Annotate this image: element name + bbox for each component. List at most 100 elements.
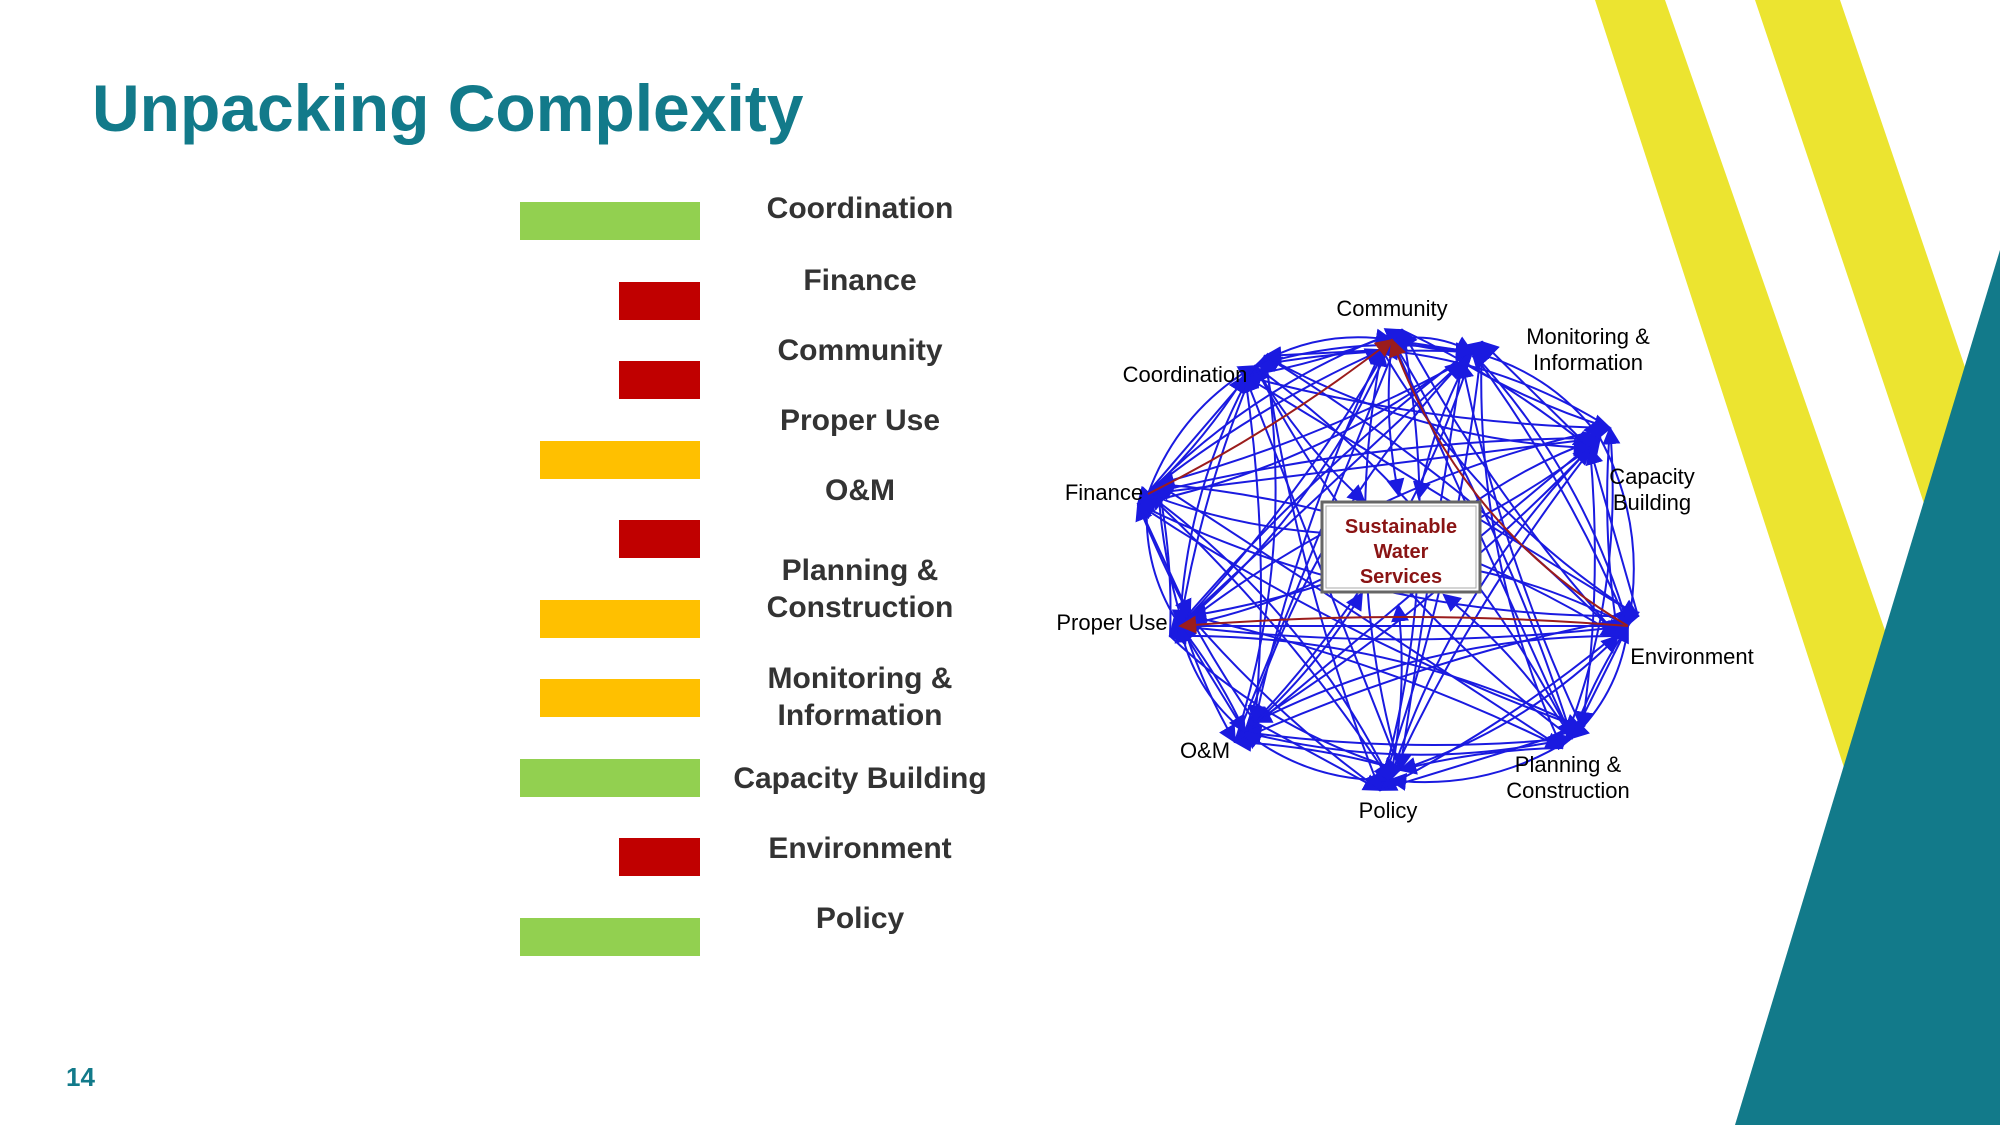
page-title: Unpacking Complexity	[92, 71, 804, 145]
red-links	[1147, 338, 1629, 634]
blue-link-43	[1156, 483, 1563, 749]
blue-link-25	[1146, 437, 1601, 499]
blue-link-72	[1157, 348, 1384, 485]
blue-link-41	[1243, 725, 1573, 747]
page-number: 14	[66, 1062, 95, 1092]
node-label-policy-0: Policy	[1359, 798, 1418, 823]
ring-link-7	[1137, 492, 1181, 627]
ring-link-6	[1174, 624, 1246, 733]
factor-label-3: Proper Use	[779, 404, 941, 437]
blue-link-66	[1179, 618, 1630, 641]
status-bar-7	[520, 758, 700, 797]
blue-link-70	[1152, 482, 1172, 637]
node-label-properuse-0: Proper Use	[1056, 610, 1167, 635]
center-label-3: Services	[1360, 566, 1442, 588]
blue-link-22	[1386, 437, 1601, 782]
ring-link-5	[1243, 730, 1391, 782]
ring-link-1	[1471, 351, 1602, 440]
status-bar-9	[520, 917, 700, 956]
blue-link-26	[1243, 371, 1611, 429]
blue-link-62	[1234, 354, 1277, 743]
node-label-planning-1: Construction	[1506, 778, 1630, 803]
blue-link-86	[1264, 355, 1383, 792]
status-bar-5	[540, 599, 700, 638]
node-label-capacity-0: Capacity	[1609, 464, 1695, 489]
status-bar-0	[520, 202, 700, 240]
status-bar-8	[619, 838, 700, 876]
node-label-capacity-1: Building	[1613, 490, 1691, 515]
blue-link-79	[1137, 503, 1192, 618]
blue-link-39	[1571, 624, 1629, 739]
blue-link-51	[1188, 614, 1381, 791]
factor-label-5: Planning & Construction	[766, 554, 954, 624]
factor-label-8: Environment	[768, 832, 952, 865]
blue-link-38	[1561, 426, 1621, 749]
blue-link-2	[1381, 349, 1640, 617]
blue-link-56	[1254, 446, 1592, 723]
factor-label-0: Coordination	[766, 192, 954, 225]
ring-link-9	[1254, 328, 1394, 367]
ring-link-8	[1147, 365, 1257, 495]
status-bar-2	[619, 361, 700, 399]
blue-center-link-8	[1147, 493, 1340, 542]
blue-link-58	[1244, 731, 1574, 756]
blue-link-88	[1171, 365, 1256, 628]
red-link-env-properuse	[1178, 615, 1629, 634]
blue-link-47	[1389, 436, 1602, 781]
blue-link-28	[1470, 350, 1629, 627]
blue-link-83	[1264, 355, 1592, 457]
factor-label-7: Capacity Building	[733, 762, 987, 795]
ring-link-3	[1570, 625, 1629, 740]
node-label-coordination-0: Coordination	[1123, 362, 1248, 387]
factor-label-1: Finance	[803, 264, 917, 297]
blue-link-77	[1147, 493, 1391, 782]
blue-link-73	[1137, 340, 1484, 505]
factor-label-4: O&M	[825, 474, 895, 507]
blue-link-32	[1253, 634, 1619, 723]
red-link-finance-community	[1147, 338, 1394, 495]
center-box: Sustainable Water Services	[1320, 500, 1482, 594]
node-label-monitoring-0: Monitoring &	[1526, 324, 1650, 349]
node-label-finance-0: Finance	[1065, 480, 1143, 505]
blue-center-link-9	[1254, 365, 1366, 503]
ring-link-2	[1599, 437, 1641, 628]
node-label-environment-0: Environment	[1630, 644, 1754, 669]
blue-link-87	[1244, 375, 1266, 724]
blue-link-40	[1398, 747, 1563, 775]
factor-label-6: Monitoring & Information	[767, 662, 953, 732]
center-box-frame	[1320, 500, 1482, 594]
blue-link-48	[1399, 634, 1620, 771]
status-bar-1	[619, 281, 700, 320]
blue-link-36	[1391, 338, 1573, 739]
center-box-inner	[1325, 505, 1477, 589]
factor-label-9: Policy	[815, 902, 905, 935]
factor-label-2: Community	[777, 334, 943, 367]
node-label-monitoring-1: Information	[1533, 350, 1643, 375]
center-label-1: Sustainable	[1345, 516, 1457, 538]
ring-link-4	[1388, 737, 1573, 791]
blue-link-18	[1380, 342, 1611, 429]
blue-link-82	[1254, 342, 1474, 367]
node-label-om-0: O&M	[1180, 738, 1230, 763]
blue-link-63	[1179, 338, 1394, 627]
center-label-2: Water	[1374, 541, 1429, 563]
blue-link-12	[1480, 341, 1564, 750]
node-label-planning-0: Planning &	[1515, 752, 1622, 777]
teal-stripe	[1735, 250, 2000, 1125]
blue-link-64	[1189, 360, 1464, 617]
status-bar-3	[540, 440, 700, 479]
blue-link-6	[1178, 339, 1393, 628]
red-link-env-community	[1389, 338, 1629, 627]
blue-link-35	[1263, 355, 1619, 637]
status-bar-6	[540, 679, 700, 717]
blue-link-71	[1179, 364, 1257, 627]
blue-link-84	[1244, 375, 1640, 617]
blue-link-67	[1189, 615, 1564, 749]
status-bar-4	[619, 520, 700, 558]
blue-link-16	[1156, 361, 1463, 489]
node-label-community-0: Community	[1336, 296, 1447, 321]
